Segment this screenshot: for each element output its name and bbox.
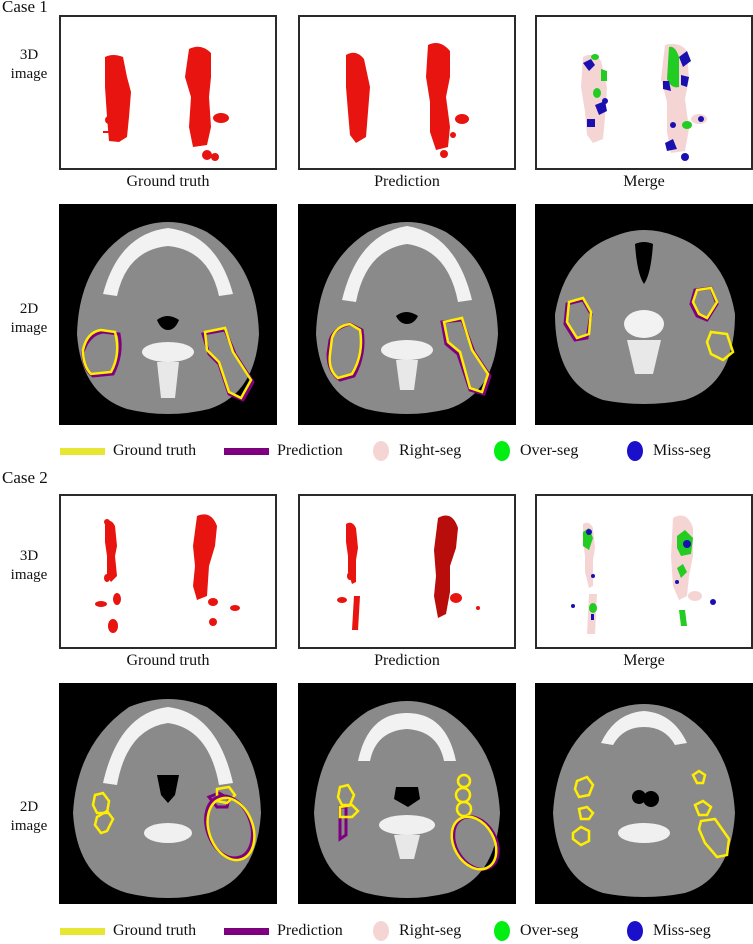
case-1-3d-merge-render [581, 43, 707, 161]
row-label-line: image [10, 567, 48, 583]
case-1-3d-row-label: 3D image [0, 46, 58, 84]
legend-case-2: Ground truth Prediction Right-seg Over-s… [60, 919, 750, 943]
ct-slice-image [555, 230, 735, 404]
legend-label: Prediction [277, 442, 343, 459]
legend-label: Ground truth [113, 442, 197, 459]
case-2-caption-prediction: Prediction [374, 652, 440, 669]
ct-slice-image [73, 699, 261, 898]
case-2-caption-merge: Merge [623, 652, 665, 669]
legend-label: Over-seg [520, 922, 579, 939]
right-seg-dot-swatch [373, 921, 389, 941]
legend-label: Right-seg [399, 922, 462, 939]
ground-truth-line-swatch [60, 447, 105, 455]
miss-seg-dot-swatch [627, 441, 643, 461]
case-1-3d-prediction-panel [298, 15, 516, 170]
legend-item-over-seg: Over-seg [494, 439, 578, 463]
case-2-2d-ct-slice-3 [535, 683, 753, 904]
case-2-caption-ground-truth: Ground truth [126, 652, 210, 669]
case-1-2d-ct-slice-1 [59, 204, 277, 425]
case-1-2d-ct-slice-3 [535, 204, 753, 425]
over-seg-dot-swatch [494, 441, 510, 461]
case-2-label: Case 2 [2, 468, 48, 487]
legend-item-right-seg: Right-seg [373, 439, 461, 463]
case-2-3d-merge-panel [535, 494, 753, 649]
row-label-line: image [10, 818, 48, 834]
case-1-2d-row-label: 2D image [0, 300, 58, 338]
row-label-line: image [10, 320, 48, 336]
case-2-3d-prediction-render [337, 515, 480, 630]
legend-label: Miss-seg [653, 442, 711, 459]
ct-slice-image [77, 222, 259, 414]
ct-slice-image [553, 704, 735, 897]
right-seg-dot-swatch [373, 441, 389, 461]
over-seg-dot-swatch [494, 921, 510, 941]
case-1-caption-ground-truth: Ground truth [126, 173, 210, 190]
case-2-3d-row-label: 3D image [0, 547, 58, 585]
row-label-line: 3D [19, 548, 39, 564]
row-label-line: 3D [19, 47, 39, 63]
case-2-2d-ct-slice-1 [59, 683, 277, 904]
miss-seg-dot-swatch [627, 921, 643, 941]
ground-truth-line-swatch [60, 927, 105, 935]
case-2-3d-ground-truth-panel [59, 494, 277, 649]
case-2-3d-ground-truth-render [95, 514, 240, 633]
legend-item-miss-seg: Miss-seg [627, 919, 711, 943]
case-2-2d-ct-slice-2 [298, 683, 516, 904]
legend-label: Ground truth [113, 922, 197, 939]
case-2-2d-row-label: 2D image [0, 798, 58, 836]
ct-slice-image [316, 222, 498, 414]
case-1-caption-prediction: Prediction [374, 173, 440, 190]
legend-item-prediction: Prediction [224, 919, 343, 943]
case-1-3d-merge-panel [535, 15, 753, 170]
row-label-line: 2D [19, 799, 39, 815]
legend-label: Miss-seg [653, 922, 711, 939]
legend-label: Over-seg [520, 442, 579, 459]
case-1-caption-merge: Merge [623, 173, 665, 190]
case-1-3d-ground-truth-panel [59, 15, 277, 170]
legend-label: Prediction [277, 922, 343, 939]
legend-item-right-seg: Right-seg [373, 919, 461, 943]
row-label-line: image [10, 66, 48, 82]
case-1-label: Case 1 [2, 0, 48, 16]
legend-item-ground-truth: Ground truth [60, 439, 196, 463]
prediction-line-swatch [224, 447, 269, 455]
legend-label: Right-seg [399, 442, 462, 459]
ct-slice-image [314, 701, 500, 898]
legend-case-1: Ground truth Prediction Right-seg Over-s… [60, 439, 750, 463]
case-1-2d-ct-slice-2 [298, 204, 516, 425]
case-1-3d-ground-truth-render [103, 46, 229, 161]
case-2-3d-merge-render [571, 515, 716, 634]
legend-item-ground-truth: Ground truth [60, 919, 196, 943]
legend-item-miss-seg: Miss-seg [627, 439, 711, 463]
row-label-line: 2D [19, 301, 39, 317]
legend-item-prediction: Prediction [224, 439, 343, 463]
prediction-line-swatch [224, 927, 269, 935]
case-2-3d-prediction-panel [298, 494, 516, 649]
legend-item-over-seg: Over-seg [494, 919, 578, 943]
case-1-3d-prediction-render [346, 43, 469, 158]
